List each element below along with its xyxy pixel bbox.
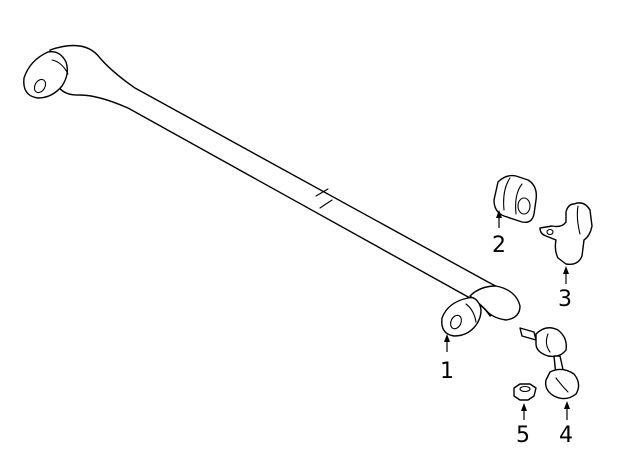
callout-arrows [444, 210, 570, 420]
bushing-bracket-hole [546, 228, 554, 236]
bushing-hole [517, 197, 531, 215]
nut-hole [519, 385, 531, 393]
stabilizer-link-upper-ball [535, 327, 568, 358]
bushing-bracket-body [539, 202, 593, 266]
nut [513, 383, 537, 401]
callout-label-5: 5 [516, 423, 530, 448]
stabilizer-link-lower-ball [544, 368, 580, 400]
callout-label-1: 1 [440, 359, 454, 384]
stabilizer-bar-band [315, 188, 329, 197]
callout-label-4: 4 [559, 423, 573, 448]
bushing-bracket [539, 202, 593, 266]
stabilizer-bar-body [49, 44, 515, 317]
stabilizer-link [519, 327, 580, 400]
stabilizer-bar-right-eye-hole [450, 314, 462, 330]
stabilizer-bar-right-end [469, 285, 521, 321]
stabilizer-link-stud [519, 327, 537, 341]
stabilizer-bar-left-eye-hole [33, 78, 47, 94]
callout-label-3: 3 [558, 287, 572, 312]
stabilizer-bar [23, 44, 521, 337]
callout-label-2: 2 [492, 233, 506, 258]
stabilizer-bar-left-end [23, 51, 69, 99]
callout-labels: 1 2 3 4 5 [440, 233, 573, 448]
